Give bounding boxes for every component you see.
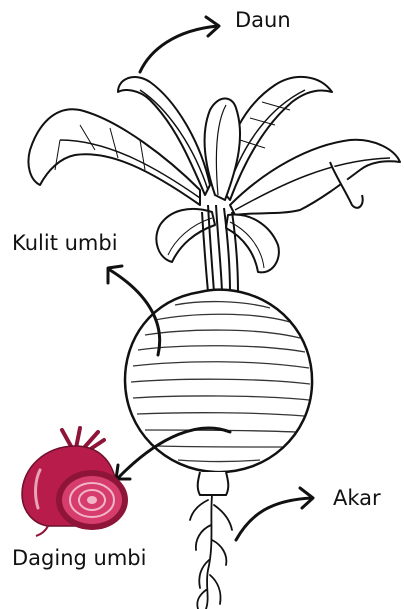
label-daun: Daun [235,10,291,31]
leaf-right [230,140,400,215]
beetroot-sliced-icon [22,428,128,536]
label-kulit-umbi: Kulit umbi [12,233,118,254]
arrow-daun [140,26,218,72]
arrow-akar [236,498,312,540]
roots-illustration [190,495,232,609]
label-akar: Akar [333,488,381,509]
label-daging-umbi: Daging umbi [12,548,146,569]
leaf-lower-left [156,209,215,262]
beet-bulb-illustration [125,290,312,495]
